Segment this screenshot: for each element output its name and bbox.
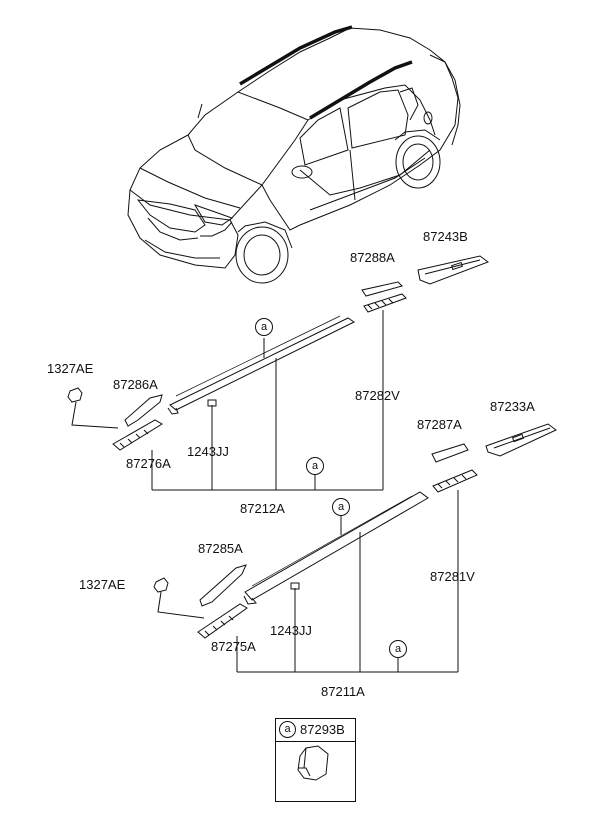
part-87275A-shape bbox=[197, 603, 248, 639]
car-illustration bbox=[127, 25, 461, 284]
label-87212A: 87212A bbox=[240, 501, 285, 516]
label-87233A: 87233A bbox=[490, 399, 535, 414]
clip-87293B-shape bbox=[297, 745, 329, 781]
part-87285A-shape bbox=[199, 564, 247, 607]
part-87287A-shape bbox=[431, 443, 469, 463]
label-87293B: 87293B bbox=[300, 722, 345, 737]
label-87243B: 87243B bbox=[423, 229, 468, 244]
label-1327AE-lower: 1327AE bbox=[79, 577, 126, 592]
part-87281V-shape bbox=[432, 469, 478, 493]
label-1327AE-upper: 1327AE bbox=[47, 361, 94, 376]
upper-rail-assembly bbox=[67, 255, 490, 491]
label-1243JJ-lower: 1243JJ bbox=[270, 623, 312, 638]
label-87282V: 87282V bbox=[355, 388, 400, 403]
ref-marker-a-lower-bracket: a bbox=[389, 640, 407, 658]
label-87276A: 87276A bbox=[126, 456, 171, 471]
legend-header: a 87293B bbox=[276, 719, 355, 742]
label-87286A: 87286A bbox=[113, 377, 158, 392]
ref-marker-a-lower-rail: a bbox=[332, 498, 350, 516]
part-87243B-shape bbox=[417, 255, 490, 285]
lower-rail-assembly bbox=[153, 423, 557, 673]
part-87276A-shape bbox=[112, 419, 163, 451]
rail-lower bbox=[244, 491, 429, 601]
part-87282V-shape bbox=[363, 293, 407, 313]
ref-marker-a-upper-rail: a bbox=[255, 318, 273, 336]
legend-box: a 87293B bbox=[275, 718, 356, 802]
label-87288A: 87288A bbox=[350, 250, 395, 265]
rail-upper bbox=[169, 317, 355, 411]
label-87275A: 87275A bbox=[211, 639, 256, 654]
label-1243JJ-upper: 1243JJ bbox=[187, 444, 229, 459]
label-87287A: 87287A bbox=[417, 417, 462, 432]
part-87286A-shape bbox=[124, 394, 163, 427]
label-87281V: 87281V bbox=[430, 569, 475, 584]
label-87285A: 87285A bbox=[198, 541, 243, 556]
part-87233A-shape bbox=[485, 423, 557, 457]
legend-ref-marker-a: a bbox=[279, 721, 296, 738]
part-87288A-shape bbox=[361, 281, 403, 297]
label-87211A: 87211A bbox=[321, 684, 365, 699]
ref-marker-a-upper-bracket: a bbox=[306, 457, 324, 475]
